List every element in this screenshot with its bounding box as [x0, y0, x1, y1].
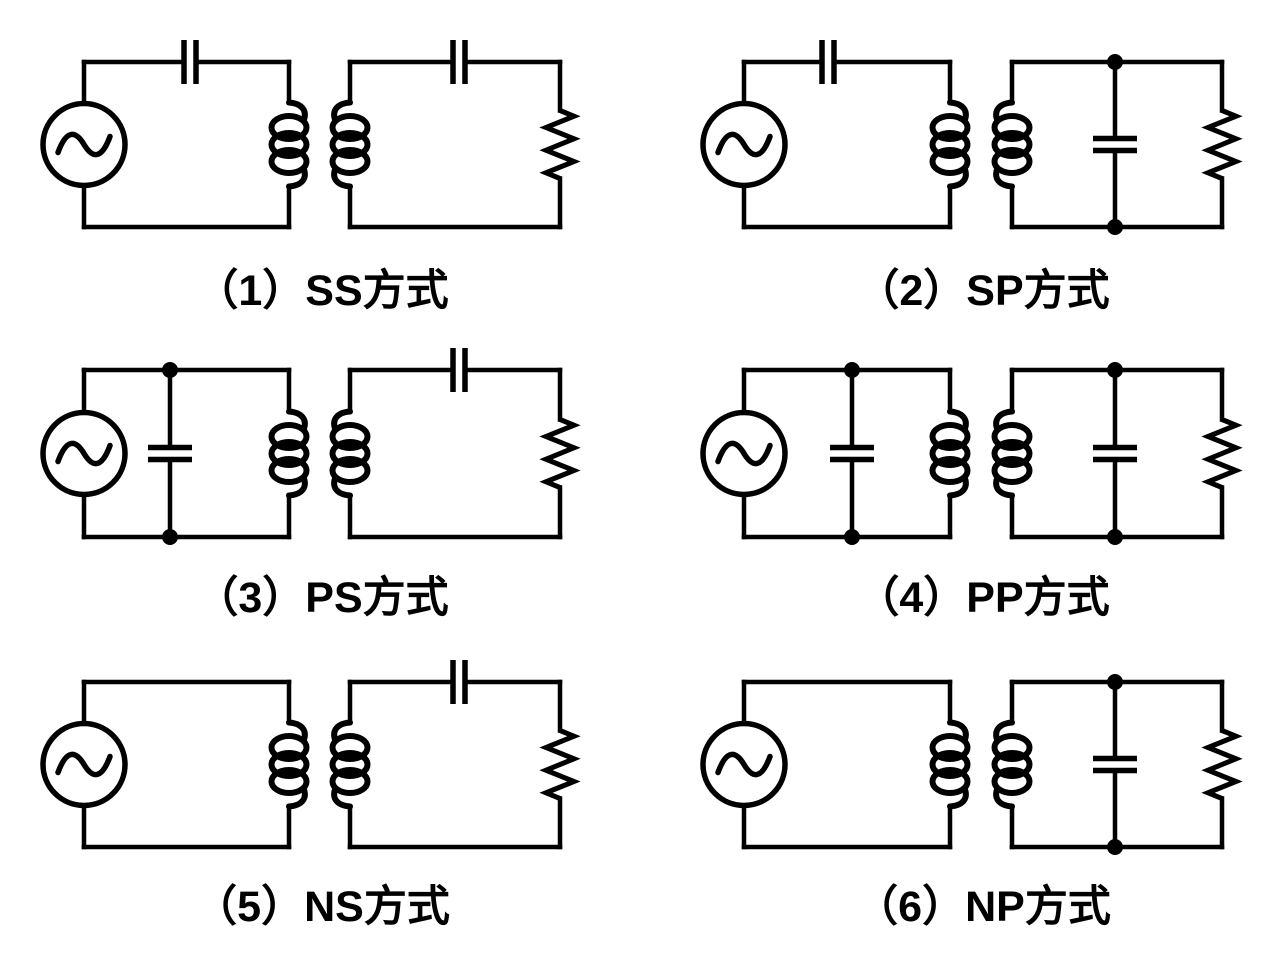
primary-coil-icon — [268, 408, 310, 499]
secondary-coil-icon — [991, 99, 1033, 190]
circuit-5-label: （5）NS方式 — [194, 883, 450, 931]
parallel-capacitor-icon — [1093, 135, 1137, 154]
load-resistor-icon — [1201, 417, 1243, 490]
ac-source-icon — [40, 720, 128, 809]
primary-coil-icon — [929, 719, 971, 810]
secondary-coil-icon — [329, 408, 371, 499]
circuit-sp-drawing — [700, 40, 1243, 235]
circuit-ps-drawing — [40, 348, 581, 545]
ac-source-icon — [40, 100, 128, 189]
ac-source-icon — [700, 409, 788, 498]
circuit-3-label: （3）PS方式 — [195, 574, 449, 622]
secondary-coil-icon — [991, 408, 1033, 499]
series-capacitor-icon — [450, 660, 468, 704]
junction-dot — [1107, 674, 1123, 690]
primary-coil-icon — [268, 719, 310, 810]
ac-source-icon — [40, 409, 128, 498]
circuit-6-label: （6）NP方式 — [855, 883, 1111, 931]
circuit-ns-drawing — [40, 660, 581, 850]
parallel-capacitor-icon — [1093, 755, 1137, 774]
primary-coil-icon — [929, 99, 971, 190]
ac-source-icon — [700, 100, 788, 189]
circuit-np-drawing — [700, 674, 1243, 855]
junction-dot — [1107, 839, 1123, 855]
series-capacitor-icon — [450, 40, 468, 84]
junction-dot — [844, 362, 860, 378]
load-resistor-icon — [1201, 108, 1243, 181]
junction-dot — [1107, 362, 1123, 378]
junction-dot — [844, 529, 860, 545]
circuit-2-label: （2）SP方式 — [856, 267, 1110, 315]
junction-dot — [1107, 529, 1123, 545]
primary-coil-icon — [268, 99, 310, 190]
parallel-capacitor-icon — [1093, 444, 1137, 463]
load-resistor-icon — [539, 417, 581, 490]
secondary-coil-icon — [329, 99, 371, 190]
parallel-capacitor-icon — [830, 444, 874, 463]
junction-dot — [1107, 219, 1123, 235]
ac-source-icon — [700, 720, 788, 809]
junction-dot — [162, 362, 178, 378]
circuit-ss-drawing — [40, 40, 581, 230]
circuit-pp-drawing — [700, 362, 1243, 545]
parallel-capacitor-icon — [148, 444, 192, 463]
circuit-4-label: （4）PP方式 — [856, 574, 1110, 622]
circuit-1-label: （1）SS方式 — [195, 267, 449, 315]
primary-coil-icon — [929, 408, 971, 499]
junction-dot — [1107, 54, 1123, 70]
load-resistor-icon — [539, 728, 581, 801]
secondary-coil-icon — [329, 719, 371, 810]
secondary-coil-icon — [991, 719, 1033, 810]
junction-dot — [162, 529, 178, 545]
load-resistor-icon — [539, 108, 581, 181]
load-resistor-icon — [1201, 728, 1243, 801]
series-capacitor-icon — [450, 348, 468, 392]
series-capacitor-icon — [181, 40, 199, 84]
series-capacitor-icon — [819, 40, 837, 84]
